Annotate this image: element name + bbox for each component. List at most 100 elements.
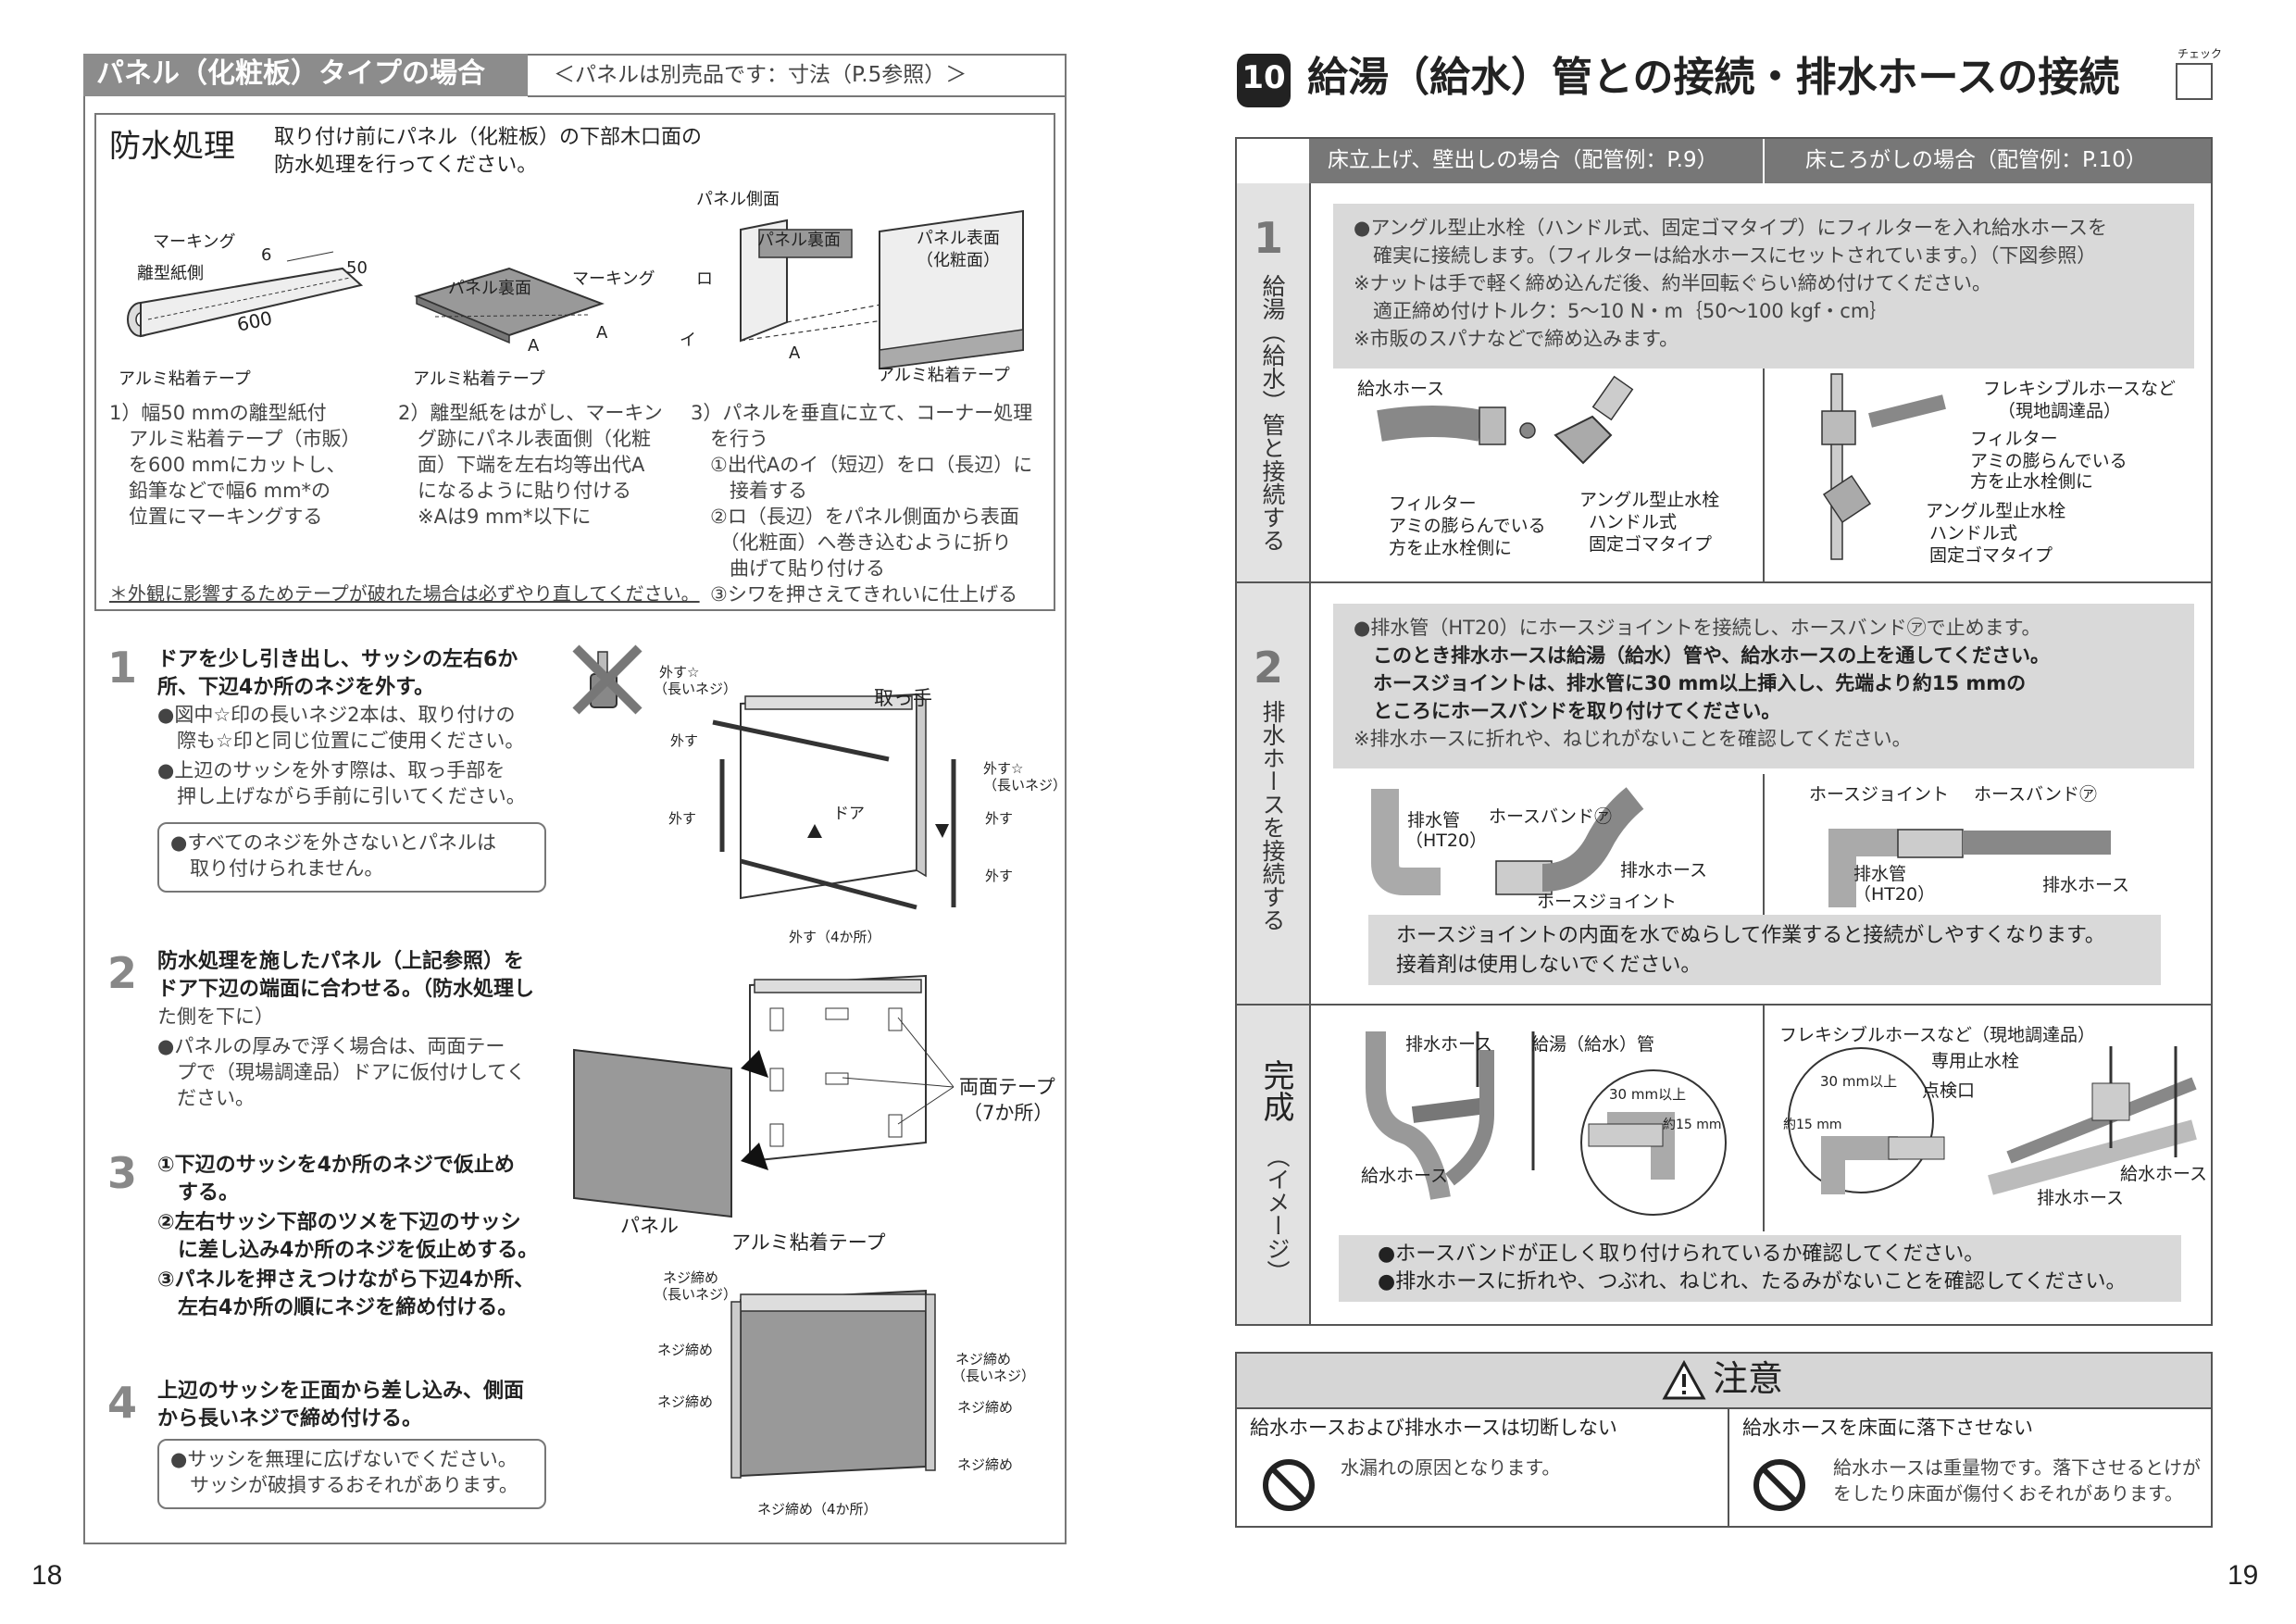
fig-door: ドア	[833, 805, 865, 823]
row2-hose-band: ホースバンド㋐	[1489, 806, 1613, 827]
fig-long-screw: （長いネジ）	[654, 681, 738, 697]
wp-step2-line: 面）下端を左右均等出代A	[398, 454, 645, 476]
row-border-2	[1237, 1004, 2211, 1006]
row1-flex-hose: フレキシブルホースなど	[1983, 379, 2177, 399]
step3-line: ③パネルを押さえつけながら下辺4か所、	[157, 1268, 535, 1292]
row1-filter2: フィルター	[1970, 429, 2058, 449]
step2-bullet: ●パネルの厚みで浮く場合は、両面テー	[157, 1035, 505, 1057]
fig3-a: A	[789, 344, 801, 363]
fig3-panel-front: パネル表面	[917, 229, 1000, 248]
prohibited-icon	[1263, 1459, 1315, 1511]
table-header-bg	[1309, 139, 2211, 183]
panel-tighten-figure	[730, 1289, 936, 1479]
row2-tip: 接着剤は使用しないでください。	[1396, 954, 1702, 977]
step2-line: ドア下辺の端面に合わせる。（防水処理し	[157, 978, 535, 1001]
fig-tighten-left2: ネジ締め	[657, 1393, 714, 1410]
row1-note: ●アングル型止水栓（ハンドル式、固定ゴマタイプ）にフィルターを入れ給水ホースを	[1354, 217, 2108, 239]
supply-hose-figure-1	[1377, 375, 1634, 465]
step1-note: 取り付けられません。	[170, 857, 384, 880]
fig1-dim6: 6	[261, 245, 272, 265]
row2-hose-joint2: ホースジョイント	[1809, 784, 1950, 805]
row2-drain-hose2: 排水ホース	[2042, 875, 2130, 895]
row2-notes-box	[1333, 604, 2194, 768]
prohibited-icon	[1753, 1459, 1805, 1511]
fig-handle: 取っ手	[874, 687, 932, 709]
fig2-a1: A	[528, 336, 540, 356]
col-header-2: 床ころがしの場合（配管例：P.10）	[1805, 148, 2147, 172]
fig3-panel-front2: （化粧面）	[917, 251, 1000, 270]
fig-tighten-4places: ネジ締め（4か所）	[757, 1501, 878, 1518]
step1-note-box	[157, 822, 546, 893]
left-page-frame	[83, 54, 1067, 1544]
left-header-note: ＜パネルは別売品です：寸法（P.5参照）＞	[554, 63, 967, 87]
row2-note: ※排水ホースに折れや、ねじれがないことを確認してください。	[1354, 728, 1912, 750]
col-split-1	[1763, 369, 1765, 581]
fig-panel: パネル	[620, 1215, 679, 1237]
row1-supply-hose: 給水ホース	[1357, 379, 1445, 399]
step4-note: サッシが破損するおそれがあります。	[170, 1474, 518, 1496]
row1-notes-box	[1333, 204, 2194, 369]
panel-corner-figure	[740, 209, 1024, 370]
waterproof-box	[94, 113, 1055, 611]
step4-line: から長いネジで締め付ける。	[157, 1407, 423, 1430]
row3-drain-hose: 排水ホース	[1405, 1034, 1493, 1055]
complete-figure-2	[1788, 1046, 2197, 1195]
fig1-alu-tape: アルミ粘着テープ	[119, 369, 251, 389]
row2-number: 2	[1254, 643, 1284, 693]
row2-note: ホースジョイントは、排水管に30 mm以上挿入し、先端より約15 mmの	[1354, 672, 2027, 694]
wp-step2-line: グ跡にパネル表面側（化粧	[398, 428, 651, 450]
row2-drain-hose: 排水ホース	[1620, 860, 1708, 881]
wp-step1-line: 1）幅50 mmの離型紙付	[109, 402, 327, 424]
step3-line: ②左右サッシ下部のツメを下辺のサッシ	[157, 1211, 521, 1234]
caution-box	[1235, 1352, 2213, 1528]
page-title: 給湯（給水）管との接続・排水ホースの接続	[1307, 54, 2120, 101]
step2-line: た側を下に）	[157, 1006, 274, 1028]
step3-line: する。	[157, 1181, 240, 1205]
row2-ht20: （HT20）	[1405, 831, 1488, 851]
header-rule	[528, 95, 1067, 97]
fig-long-screw-2: （長いネジ）	[983, 777, 1067, 793]
caution-split	[1728, 1407, 1729, 1528]
wp-step3-line: 接着する	[691, 480, 807, 502]
row2-hose-joint: ホースジョイント	[1537, 892, 1678, 912]
fig3-i: イ	[680, 331, 696, 350]
row2-ht20-2: （HT20）	[1853, 884, 1936, 905]
wp-step3-line: ①出代Aのイ（短辺）をロ（長辺）に	[691, 454, 1033, 476]
fig2-marking: マーキング	[572, 269, 655, 289]
row3-checks-box	[1339, 1235, 2181, 1302]
door-disassembly-figure	[712, 693, 956, 910]
panel-back-figure	[414, 267, 605, 344]
step2-number: 2	[107, 948, 138, 998]
step4-line: 上辺のサッシを正面から差し込み、側面	[157, 1380, 525, 1403]
row3-check: ●ホースバンドが正しく取り付けられているか確認してください。	[1378, 1243, 1985, 1266]
warning-triangle-icon	[1662, 1359, 1706, 1400]
row2-tip: ホースジョイントの内面を水でぬらして作業すると接続がしやすくなります。	[1396, 924, 2105, 947]
step1-line: ドアを少し引き出し、サッシの左右6か	[157, 648, 518, 671]
row2-note: ところにホースバンドを取り付けてください。	[1354, 700, 1781, 722]
row2-drain-pipe: 排水管	[1407, 810, 1461, 831]
check-box[interactable]	[2176, 63, 2213, 100]
wp-step2-line: になるように貼り付ける	[398, 480, 631, 502]
fig-long-screw-3: （長いネジ）	[654, 1286, 738, 1303]
row3-flex-local: フレキシブルホースなど（現地調達品）	[1779, 1025, 2096, 1045]
row3-drain-hose2: 排水ホース	[2037, 1188, 2125, 1208]
row1-angle-valve2: アングル型止水栓	[1926, 501, 2066, 521]
row2-note: このとき排水ホースは給湯（給水）管や、給水ホースの上を通してください。	[1354, 644, 2051, 667]
title-number: 10	[1242, 59, 1286, 96]
row3-valve: 専用止水栓	[1931, 1051, 2020, 1071]
wp-step3-line: 曲げて貼り付ける	[691, 557, 885, 580]
wp-step3-line: 3）パネルを垂直に立て、コーナー処理	[691, 402, 1033, 424]
row1-angle-note2: 固定ゴマタイプ	[1929, 545, 2053, 566]
row2-note: ●排水管（HT20）にホースジョイントを接続し、ホースバンド㋐で止めます。	[1354, 617, 2041, 639]
screwdriver-cross-icon	[572, 644, 643, 715]
fig1-release-paper: 離型紙側	[137, 264, 204, 283]
page-number-left: 18	[31, 1560, 63, 1591]
waterproof-title: 防水処理	[109, 128, 235, 165]
fig3-ro: ロ	[696, 269, 713, 289]
complete-figure-1	[1366, 1031, 1727, 1216]
step1-bullet: ●上辺のサッシを外す際は、取っ手部を	[157, 759, 505, 781]
row3-title: 完成	[1257, 1059, 1294, 1122]
fig2-panel-back: パネル裏面	[448, 279, 531, 298]
caution-header-bg	[1237, 1354, 2211, 1407]
page-number-right: 19	[2227, 1560, 2259, 1591]
